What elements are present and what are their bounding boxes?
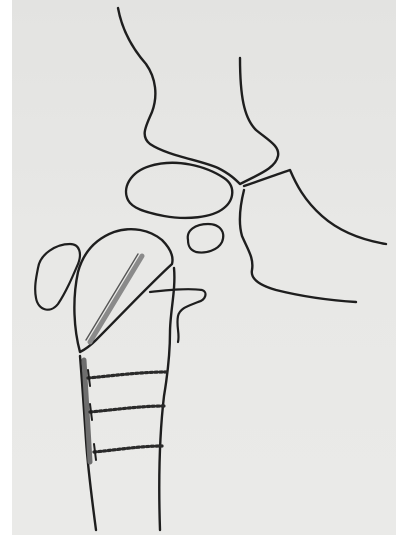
implant-rod-edge [86,254,138,340]
small-oval-bone-outline [188,224,223,253]
wire-tick-lower [94,444,96,460]
wire-tick-upper [88,370,90,386]
left-small-bone-outline [35,244,80,310]
implant-rod [90,256,142,342]
wire-tick-middle [90,404,92,420]
wire-upper [88,372,166,378]
shaft-right-edge [159,268,174,530]
wire-middle [90,406,164,412]
upper-bone-outline [118,8,278,184]
middle-top-bone-outline [126,163,232,218]
bone-tab-outline [150,289,205,342]
right-bone-lower-outline [240,190,356,302]
wire-lower [94,446,162,452]
right-bone-outline [244,170,386,244]
